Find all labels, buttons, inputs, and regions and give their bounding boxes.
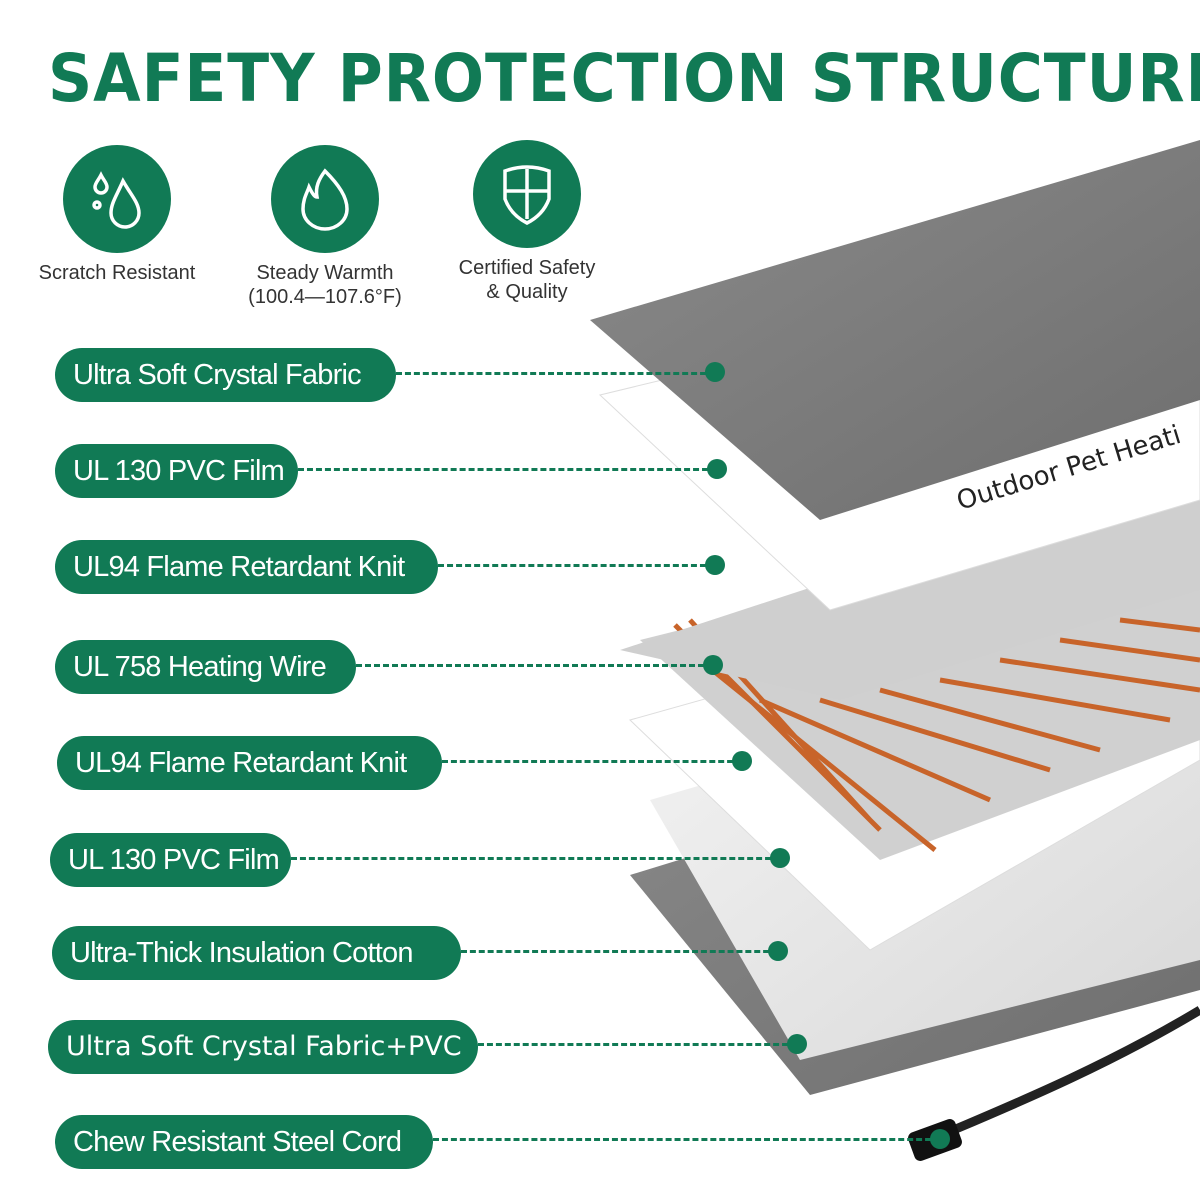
flame-icon <box>271 145 379 253</box>
leader-line <box>442 760 742 763</box>
leader-dot <box>732 751 752 771</box>
leader-dot <box>770 848 790 868</box>
steel-cord <box>928 1006 1200 1145</box>
leader-line <box>461 950 778 953</box>
leader-line <box>433 1138 940 1141</box>
feature-label: Scratch Resistant <box>38 262 196 284</box>
leader-dot <box>787 1034 807 1054</box>
leader-line <box>298 468 717 471</box>
leader-dot <box>768 941 788 961</box>
leader-line <box>291 857 780 860</box>
leader-dot <box>705 555 725 575</box>
layer-label-insulation-cotton: Ultra-Thick Insulation Cotton <box>52 926 461 980</box>
shield-icon <box>473 140 581 248</box>
leader-dot <box>703 655 723 675</box>
leader-dot <box>930 1129 950 1149</box>
leader-line <box>356 664 713 667</box>
leader-dot <box>707 459 727 479</box>
layer-label-pvc-film-2: UL 130 PVC Film <box>50 833 291 887</box>
layer-label-heating-wire: UL 758 Heating Wire <box>55 640 356 694</box>
top-fabric-layer <box>590 140 1200 520</box>
feature-certified-safety: Certified Safety & Quality <box>427 140 627 304</box>
leader-dot <box>705 362 725 382</box>
water-drop-icon <box>63 145 171 253</box>
layer-label-knit-1: UL94 Flame Retardant Knit <box>55 540 438 594</box>
feature-sublabel: (100.4—107.6°F) <box>248 286 402 308</box>
page-title: SAFETY PROTECTION STRUCTURE <box>48 40 1200 117</box>
layer-label-knit-2: UL94 Flame Retardant Knit <box>57 736 442 790</box>
feature-steady-warmth: Steady Warmth (100.4—107.6°F) <box>225 145 425 309</box>
layer-label-bottom-fabric: Ultra Soft Crystal Fabric+PVC <box>48 1020 478 1074</box>
leader-line <box>438 564 715 567</box>
layer-label-pvc-film-1: UL 130 PVC Film <box>55 444 298 498</box>
feature-scratch-resistant: Scratch Resistant <box>17 145 217 285</box>
leader-line <box>478 1043 797 1046</box>
layer-label-top-fabric: Ultra Soft Crystal Fabric <box>55 348 396 402</box>
feature-sublabel: & Quality <box>486 281 568 303</box>
leader-line <box>396 372 715 375</box>
feature-label: Steady Warmth <box>256 262 394 284</box>
feature-label: Certified Safety <box>458 257 596 279</box>
layer-label-steel-cord: Chew Resistant Steel Cord <box>55 1115 433 1169</box>
